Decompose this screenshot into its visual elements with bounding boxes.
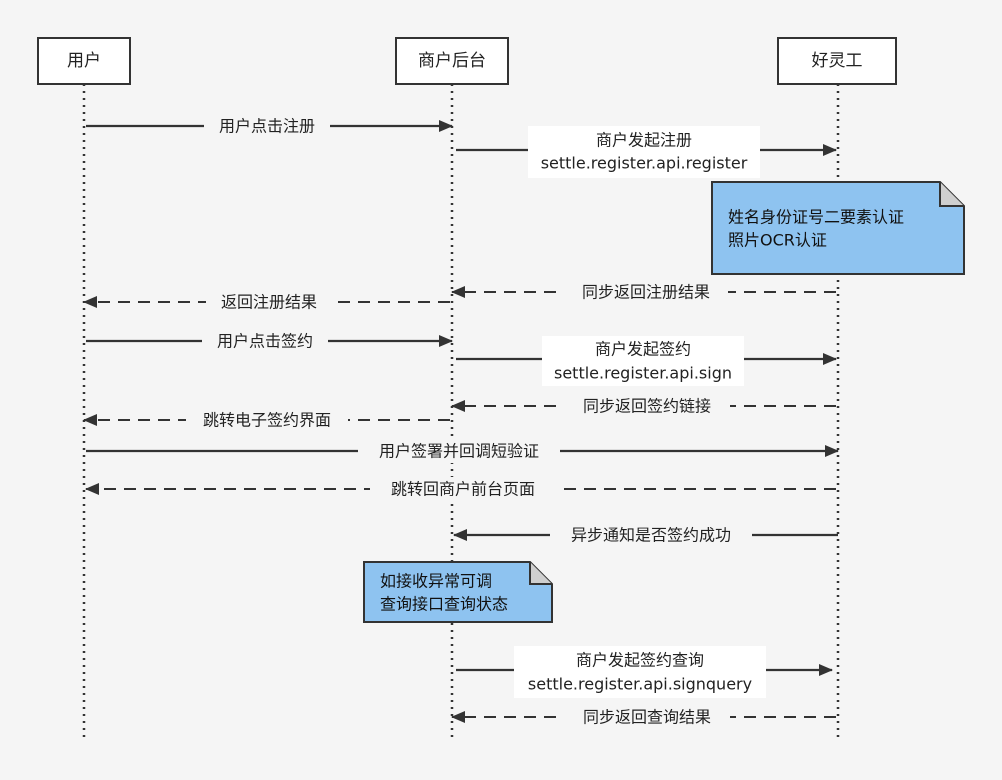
message-2-api: settle.register.api.register (541, 154, 748, 173)
actor-hlg-label: 好灵工 (812, 51, 863, 71)
message-12-api: settle.register.api.signquery (528, 675, 752, 694)
message-13: 同步返回查询结果 (451, 705, 836, 729)
message-12: 商户发起签约查询 settle.register.api.signquery (456, 646, 833, 698)
note-2-line-1: 如接收异常可调 (380, 572, 492, 591)
message-8-label: 跳转电子签约界面 (203, 411, 331, 430)
message-1-label: 用户点击注册 (219, 117, 315, 136)
message-10-label: 跳转回商户前台页面 (391, 480, 535, 499)
message-1: 用户点击注册 (86, 114, 453, 138)
message-7: 同步返回签约链接 (451, 394, 836, 418)
message-10: 跳转回商户前台页面 (85, 477, 836, 501)
message-5: 用户点击签约 (86, 329, 453, 353)
message-5-label: 用户点击签约 (217, 332, 313, 351)
message-2: 商户发起注册 settle.register.api.register (456, 126, 837, 178)
message-3: 同步返回注册结果 (451, 280, 836, 304)
message-13-label: 同步返回查询结果 (583, 708, 711, 727)
message-4: 返回注册结果 (83, 290, 450, 314)
message-7-label: 同步返回签约链接 (583, 397, 711, 416)
actor-user-label: 用户 (67, 51, 101, 71)
message-2-label: 商户发起注册 (596, 131, 692, 150)
actor-user: 用户 (37, 37, 131, 85)
message-3-label: 同步返回注册结果 (582, 283, 710, 302)
note-1-line-2: 照片OCR认证 (728, 231, 827, 250)
message-11-label: 异步通知是否签约成功 (571, 526, 731, 545)
note-1: 姓名身份证号二要素认证 照片OCR认证 (711, 181, 965, 275)
message-8: 跳转电子签约界面 (83, 408, 450, 432)
message-6-api: settle.register.api.sign (554, 364, 732, 383)
note-2-line-2: 查询接口查询状态 (380, 595, 508, 614)
actor-merchant-label: 商户后台 (418, 51, 486, 71)
message-6: 商户发起签约 settle.register.api.sign (456, 336, 837, 386)
message-9: 用户签署并回调短验证 (86, 439, 839, 463)
note-1-line-1: 姓名身份证号二要素认证 (728, 208, 904, 227)
message-12-label: 商户发起签约查询 (576, 651, 704, 670)
message-6-label: 商户发起签约 (595, 340, 691, 359)
message-9-label: 用户签署并回调短验证 (379, 442, 539, 461)
note-2: 如接收异常可调 查询接口查询状态 (363, 561, 553, 623)
message-11: 异步通知是否签约成功 (453, 523, 838, 547)
actor-merchant: 商户后台 (395, 37, 509, 85)
message-4-label: 返回注册结果 (221, 293, 317, 312)
actor-hlg: 好灵工 (777, 37, 897, 85)
